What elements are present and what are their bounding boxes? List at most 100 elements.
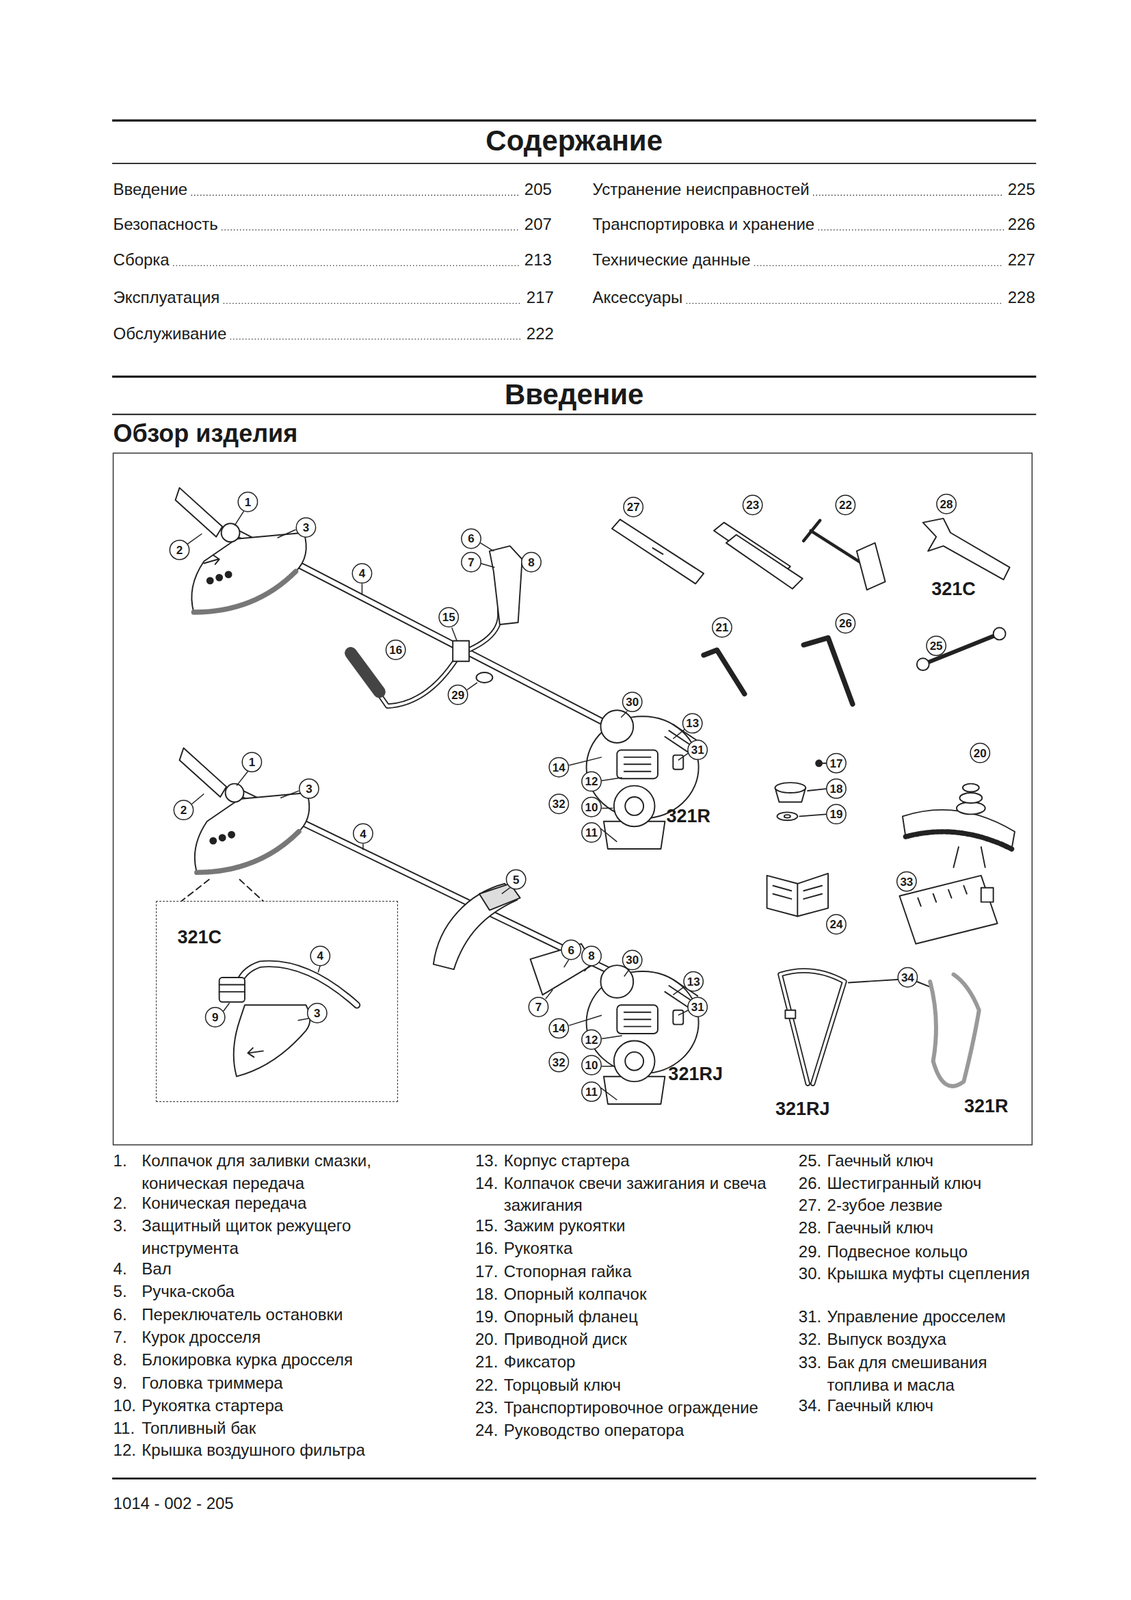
- callout-circle: [561, 939, 581, 959]
- legend-text: Фиксатор: [503, 1350, 785, 1374]
- callout-number: 31: [691, 1001, 705, 1013]
- page-number: 205: [524, 181, 552, 198]
- legend-number: 28.: [798, 1216, 822, 1240]
- legend-number: 6.: [113, 1303, 128, 1326]
- callout-number: 7: [535, 1001, 542, 1013]
- legend-text: Управление дросселем: [827, 1305, 1032, 1328]
- callout-number: 20: [973, 746, 987, 759]
- callout-circle: [581, 1029, 602, 1049]
- legend-number: 31.: [798, 1305, 822, 1328]
- legend-text: Курок дросселя: [141, 1325, 409, 1349]
- legend-text: Защитный щиток режущего инструмента: [141, 1214, 409, 1260]
- callout-number: 3: [302, 521, 310, 534]
- accessory-drawing: [916, 657, 930, 671]
- callout-number: 14: [552, 761, 566, 773]
- accessory-drawing: [780, 970, 845, 1084]
- callout-number: 32: [552, 797, 566, 810]
- trimmer-drawing: [614, 785, 656, 827]
- callout-circle: [897, 871, 917, 891]
- figure-frame: [113, 452, 1033, 1144]
- trimmer-drawing: [614, 1040, 656, 1082]
- trimmer-drawing: [350, 653, 380, 693]
- callout-circle: [687, 739, 708, 760]
- toc-entry: Эксплуатация: [113, 289, 221, 306]
- trimmer-drawing: [191, 532, 306, 612]
- legend-number: 33.: [798, 1351, 822, 1374]
- callout-circle: [528, 996, 548, 1017]
- callout-circle: [506, 869, 526, 889]
- legend-text: Колпачок для заливки смазки, коническая …: [141, 1149, 409, 1195]
- model-label: 321R: [964, 1096, 1009, 1115]
- trimmer-drawing: [203, 555, 219, 565]
- accessory-drawing: [784, 1009, 796, 1019]
- legend-number: 10.: [113, 1394, 137, 1417]
- callout-number: 9: [211, 1010, 219, 1023]
- callout-circle: [835, 495, 855, 515]
- callout-number: 25: [929, 640, 943, 652]
- callout-number: 30: [625, 696, 639, 708]
- callout-circle: [237, 492, 258, 512]
- leader-line: [223, 964, 321, 1021]
- callout-circle: [581, 1081, 602, 1101]
- trimmer-drawing: [221, 523, 241, 542]
- callout-circle: [835, 613, 855, 633]
- callout-number: 7: [467, 555, 474, 568]
- legend-number: 21.: [475, 1350, 498, 1374]
- page-number: 213: [524, 251, 552, 269]
- dot-leader: [222, 229, 521, 231]
- page-number: 225: [1007, 181, 1036, 198]
- trimmer-drawing: [175, 487, 223, 537]
- page-footer: 1014 - 002 - 205: [113, 1494, 234, 1512]
- accessory-drawing: [929, 974, 980, 1086]
- callout-number: 12: [585, 1033, 599, 1045]
- legend-number: 22.: [475, 1373, 498, 1397]
- callout-number: 23: [746, 499, 760, 511]
- callout-circle: [205, 1007, 225, 1027]
- accessory-drawing: [780, 970, 845, 1084]
- legend-number: 1.: [113, 1149, 128, 1173]
- trimmer-drawing: [624, 1051, 644, 1071]
- toc-entry: Обслуживание: [113, 325, 228, 342]
- callout-circle: [926, 635, 946, 656]
- legend-number: 7.: [113, 1325, 128, 1349]
- legend-number: 18.: [475, 1282, 498, 1306]
- trimmer-drawing: [452, 640, 470, 662]
- page-number: 227: [1007, 251, 1036, 269]
- callout-number: 12: [585, 775, 599, 788]
- legend-number: 2.: [113, 1191, 128, 1215]
- callout-number: 27: [627, 501, 641, 513]
- legend-text: Руководство оператора: [503, 1418, 785, 1442]
- trimmer-drawing: [672, 1009, 684, 1025]
- legend-number: 20.: [475, 1327, 498, 1351]
- callout-number: 4: [358, 567, 366, 580]
- trimmer-drawing: [624, 796, 644, 816]
- rule-line: [112, 375, 1036, 378]
- callout-circle: [826, 752, 846, 773]
- accessory-drawing: [905, 831, 1012, 849]
- accessory-drawing: [956, 801, 986, 814]
- inset-drawing: [181, 879, 263, 901]
- trimmer-drawing: [228, 831, 235, 838]
- callout-number: 30: [625, 953, 639, 966]
- accessory-drawing: [703, 649, 745, 694]
- legend-number: 15.: [475, 1214, 498, 1237]
- legend-text: Гаечный ключ: [827, 1216, 1032, 1240]
- accessory-drawing: [810, 530, 863, 564]
- legend-text: Стопорная гайка: [503, 1260, 785, 1283]
- legend-text: Крышка муфты сцепления: [827, 1262, 1032, 1285]
- legend-text: Переключатель остановки: [141, 1303, 409, 1326]
- callout-number: 28: [940, 497, 954, 510]
- legend-number: 5.: [113, 1280, 128, 1303]
- accessory-drawing: [848, 979, 933, 988]
- toc-entry: Транспортировка и хранение: [592, 216, 816, 233]
- legend-number: 3.: [113, 1214, 128, 1237]
- callout-circle: [826, 778, 846, 798]
- callout-number: 4: [317, 949, 324, 962]
- callout-number: 5: [512, 873, 520, 885]
- model-label: 321RJ: [775, 1099, 831, 1119]
- legend-text: Опорный фланец: [503, 1305, 785, 1328]
- legend-number: 30.: [798, 1262, 822, 1285]
- leader-line: [191, 771, 688, 1100]
- callout-number: 16: [389, 644, 403, 656]
